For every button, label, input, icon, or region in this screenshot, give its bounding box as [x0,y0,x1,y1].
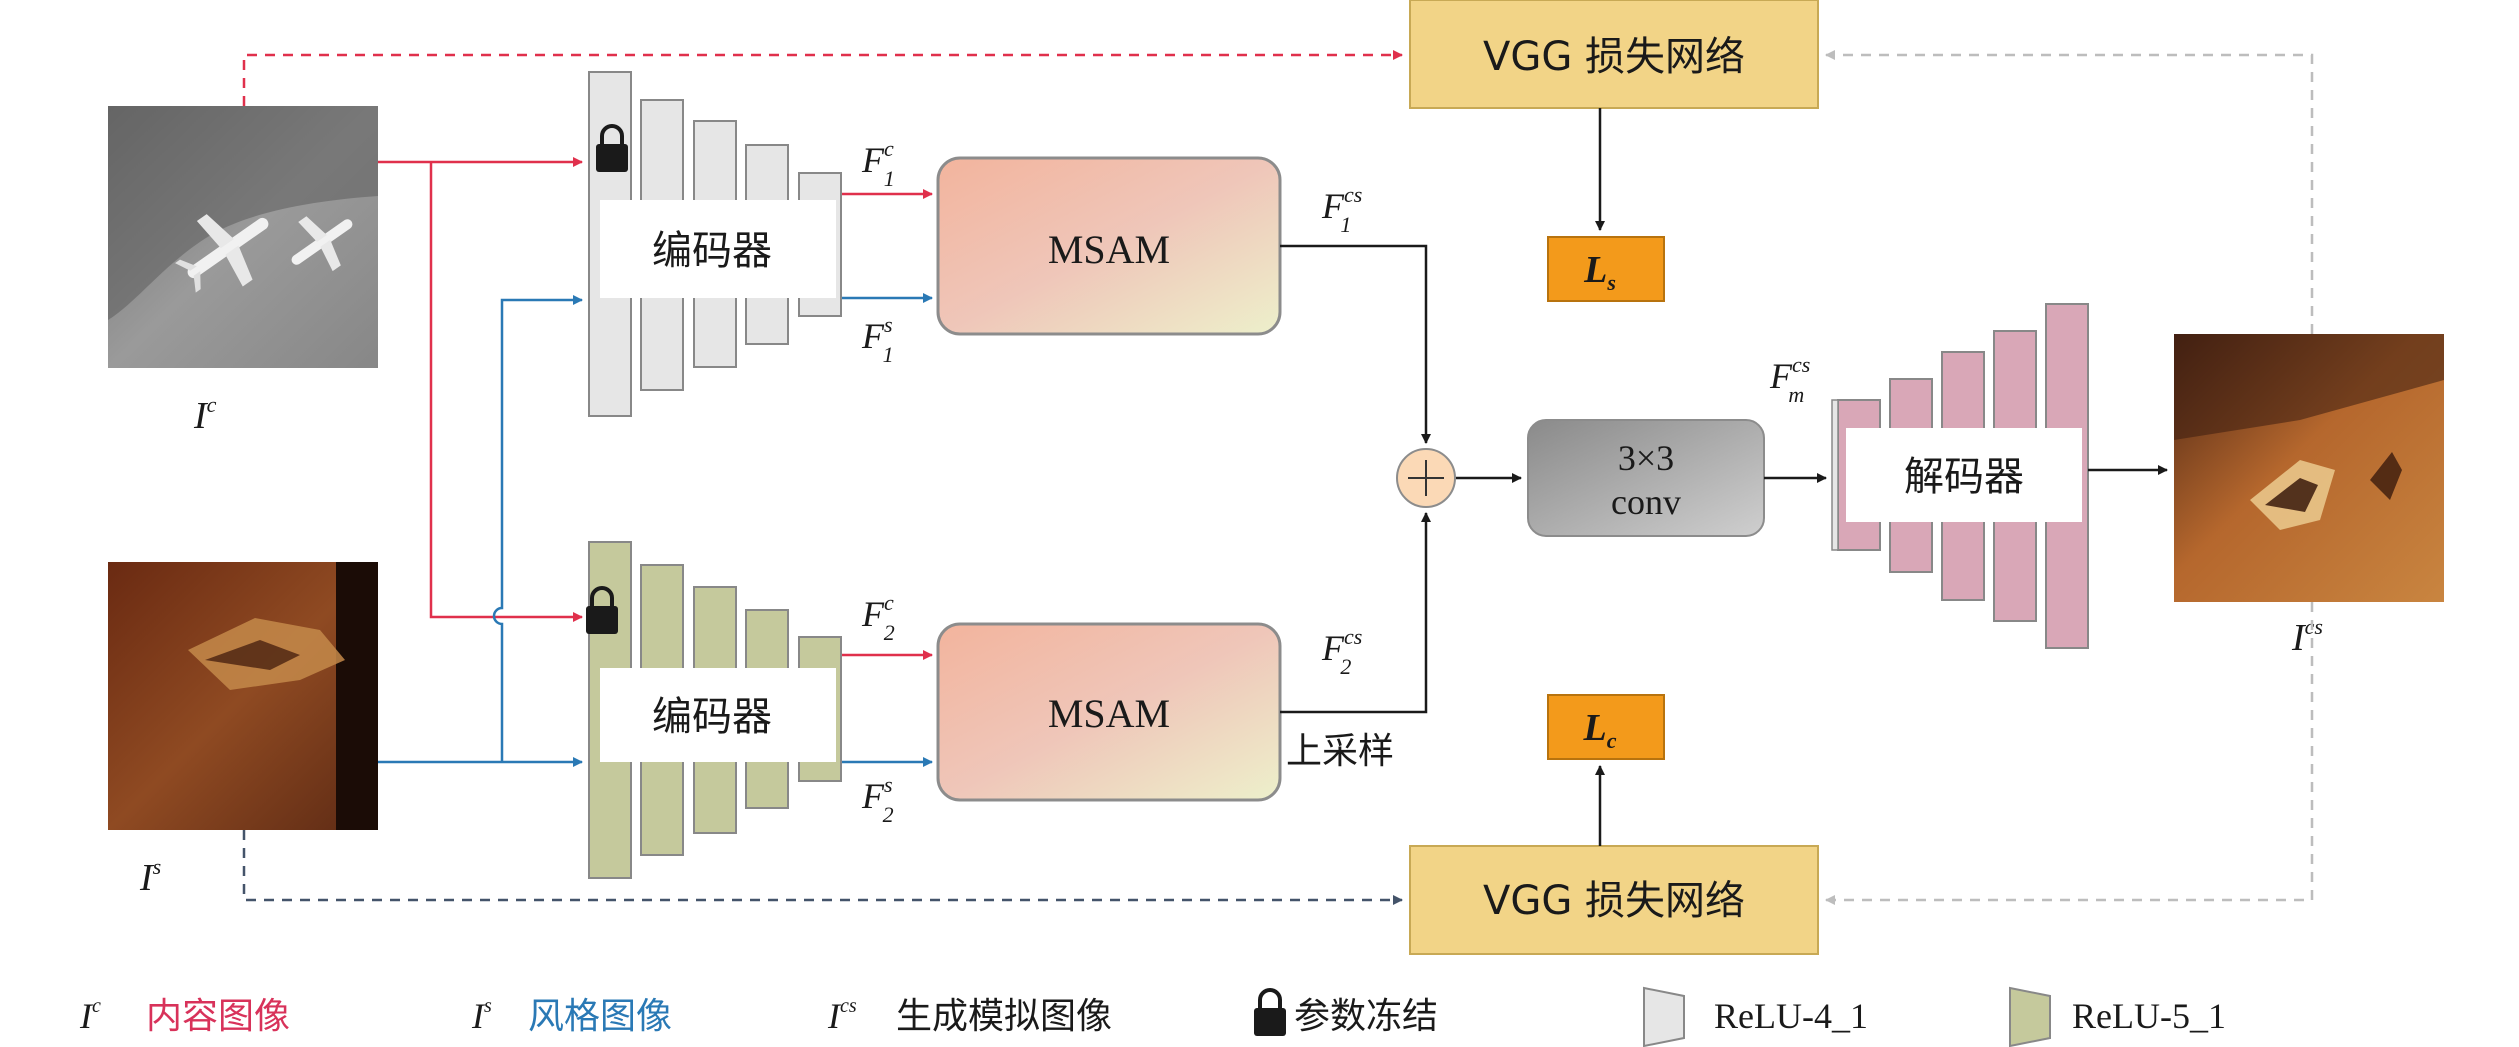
conv-line2: conv [1611,482,1681,522]
legend: Ic 内容图像 Is 风格图像 Ics 生成模拟图像 参数冻结 ReLU-4_1… [79,986,2226,1047]
legend-relu4-label: ReLU-4_1 [1714,996,1868,1036]
content-image-label: Ic [193,392,217,437]
generated-image [2174,334,2444,602]
generated-to-vgg-top-dashed [1825,50,2314,334]
style-loss-symbol: L [1583,249,1607,291]
airplane-1 [175,214,269,293]
generated-image-label: Ics [2291,614,2323,659]
sum-node [1396,448,1456,508]
lock-icon-encoder-bottom [586,586,618,634]
encoder-top-label: 编码器 [652,228,772,274]
legend-style-label: 风格图像 [528,996,672,1037]
decoder: 解码器 [1831,303,2089,649]
style-to-vgg-dashed [242,830,1403,905]
flow-paths [1280,108,2168,846]
vgg-loss-network-top: VGG 损失网络 [1409,0,1819,109]
style-loss-box: Ls [1547,236,1665,302]
upsample-label: 上采样 [1286,731,1394,772]
svg-text:Lc: Lc [1583,707,1617,753]
legend-content-label: 内容图像 [146,996,290,1037]
msam-top-label: MSAM [1048,227,1170,272]
content-loss-box: Lc [1547,694,1665,760]
svg-text:Ls: Ls [1583,249,1616,295]
msam-bottom-label: MSAM [1048,691,1170,736]
encoder-top: 编码器 [588,71,842,417]
encoder-bottom-label: 编码器 [652,694,772,740]
msam-bottom: MSAM [936,622,1282,802]
relu5-swatch [2009,986,2051,1047]
legend-content-symbol: Ic [79,995,101,1036]
legend-generated-symbol: Ics [827,995,857,1036]
airplane-2 [291,216,353,272]
legend-relu5-label: ReLU-5_1 [2072,996,2226,1036]
vgg-loss-network-bottom: VGG 损失网络 [1409,845,1819,955]
decoder-label: 解码器 [1904,454,2024,500]
lock-icon-encoder-top [596,124,628,172]
content-image [108,106,378,368]
generated-to-vgg-bottom-dashed [1825,602,2314,905]
encoder-bottom: 编码器 [588,541,842,879]
content-to-vgg-dashed [242,50,1403,106]
conv-line1: 3×3 [1618,438,1674,478]
style-paths [378,293,933,767]
conv-3x3-block: 3×3 conv [1527,419,1765,537]
legend-generated-label: 生成模拟图像 [896,996,1112,1037]
content-paths [378,157,933,660]
msam-top: MSAM [936,156,1282,336]
legend-style-symbol: Is [471,995,492,1036]
legend-frozen-label: 参数冻结 [1294,996,1438,1037]
lock-icon [1254,988,1286,1036]
relu4-swatch [1643,986,1685,1047]
style-image-label: Is [139,854,161,899]
style-image [108,562,378,830]
vgg-top-label: VGG 损失网络 [1483,34,1745,80]
content-loss-symbol: L [1583,707,1607,749]
vgg-bottom-label: VGG 损失网络 [1483,878,1745,924]
